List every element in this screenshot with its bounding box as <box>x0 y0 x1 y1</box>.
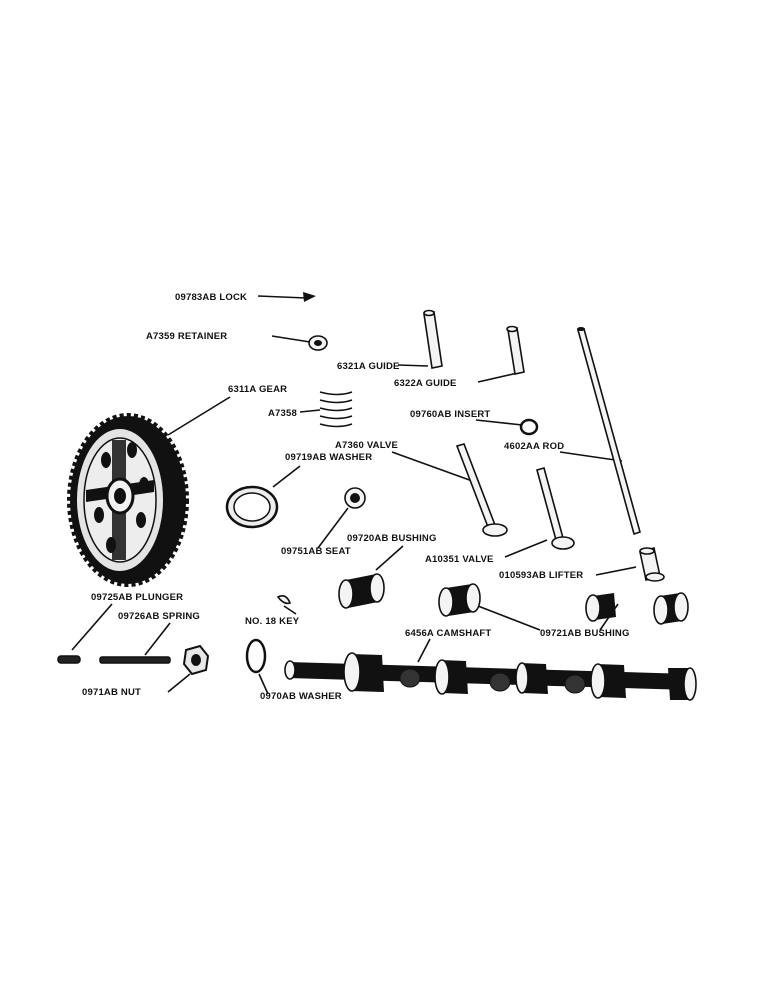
guide-6321-part <box>423 309 443 369</box>
camshaft-icon <box>284 652 697 701</box>
washer-0970-part <box>245 638 267 674</box>
label-spring-a7358: A7358 <box>268 408 297 419</box>
pushrod-icon <box>576 327 641 536</box>
spring-09726-part <box>99 656 171 664</box>
insert-part <box>519 418 539 436</box>
bushing-09721-parts <box>438 583 689 625</box>
label-valve-a10351: A10351 VALVE <box>425 554 494 565</box>
lifter-part <box>639 546 665 582</box>
leader-lines <box>71 295 637 695</box>
label-insert: 09760AB INSERT <box>410 409 490 420</box>
label-guide-6322: 6322A GUIDE <box>394 378 457 389</box>
label-bushing-09721: 09721AB BUSHING <box>540 628 630 639</box>
nut-part <box>182 644 210 676</box>
label-rod: 4602AA ROD <box>504 441 564 452</box>
label-nut: 0971AB NUT <box>82 687 141 698</box>
label-lock: 09783AB LOCK <box>175 292 247 303</box>
label-guide-6321: 6321A GUIDE <box>337 361 400 372</box>
label-plunger: 09725AB PLUNGER <box>91 592 183 603</box>
seat-part <box>344 487 366 509</box>
label-key: NO. 18 KEY <box>245 616 300 627</box>
label-valve-a7360: A7360 VALVE <box>335 440 398 451</box>
label-seat: 09751AB SEAT <box>281 546 351 557</box>
bushing-icon <box>338 573 385 609</box>
label-retainer: A7359 RETAINER <box>146 331 227 342</box>
label-spring-09726: 09726AB SPRING <box>118 611 200 622</box>
lock-part <box>303 292 316 302</box>
retainer-part <box>308 335 328 351</box>
label-washer-0970: 0970AB WASHER <box>260 691 342 702</box>
label-gear: 6311A GEAR <box>228 384 287 395</box>
label-bushing-09720: 09720AB BUSHING <box>347 533 437 544</box>
washer-09719-part <box>225 485 279 529</box>
plunger-part <box>57 655 81 664</box>
label-camshaft: 6456A CAMSHAFT <box>405 628 491 639</box>
key-part <box>276 595 292 605</box>
valve-a10351-part <box>536 467 575 550</box>
guide-6322-part <box>506 325 525 375</box>
coil-spring-icon <box>319 391 353 428</box>
gear-icon <box>67 413 189 587</box>
label-lifter: 010593AB LIFTER <box>499 570 583 581</box>
label-washer-09719: 09719AB WASHER <box>285 452 372 463</box>
valve-icon <box>455 443 508 537</box>
